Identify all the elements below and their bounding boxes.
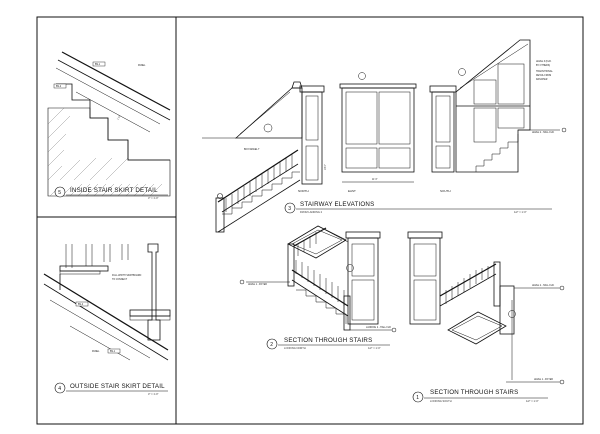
ann-level2-hall-b: LEVEL 2 - HALL FLR. xyxy=(532,284,555,287)
d4-title: OUTSIDE STAIR SKIRT DETAIL xyxy=(70,383,165,390)
sheet-frame xyxy=(36,16,584,425)
elevation-east: 11' 0" EAST xyxy=(339,72,417,193)
ann-level1-foyer: LEVEL 1 - FOYER xyxy=(248,284,267,286)
d2-scale: 1/2" = 1'-0" xyxy=(368,346,381,350)
d4-tag-bs2: BS-2 xyxy=(78,304,84,306)
d2-number: 2 xyxy=(270,342,273,348)
d4-note-1: FULL WIDTH SKIRTBOARD xyxy=(112,274,142,277)
d1-scale: 1/2" = 1'-0" xyxy=(526,399,539,403)
d5-scale: 3" = 1'-0" xyxy=(148,196,159,200)
d1-title: SECTION THROUGH STAIRS xyxy=(430,389,518,396)
ann-transitional-3: RANCHER xyxy=(536,78,548,81)
d1-subtitle: LOOKING SOUTH xyxy=(430,399,452,403)
d4-tag-bs1: BS-1 xyxy=(110,351,116,353)
d5-tag-bs1: BS-1 xyxy=(95,64,101,66)
section-north: LEVEL 1 - FOYER LANDING 2 - HALL FLR xyxy=(239,225,397,333)
d5-tag-bs2: BS-2 xyxy=(56,86,62,88)
d1-number: 1 xyxy=(416,395,419,401)
detail-2-title-block: 2 SECTION THROUGH STAIRS LOOKING NORTH 1… xyxy=(266,337,390,350)
d2-title: SECTION THROUGH STAIRS xyxy=(284,337,372,344)
ann-transitional-2: DETAIL FROM xyxy=(536,74,551,77)
label-south: SOUTH xyxy=(440,189,451,193)
ann-level2-hall: LEVEL 2 - HALL FLR. xyxy=(532,131,555,134)
elevation-north: BOX NEWEL T 14' 0" NORTH xyxy=(202,81,327,233)
d3-number: 3 xyxy=(288,206,291,212)
detail-4-title-block: 4 OUTSIDE STAIR SKIRT DETAIL 3" = 1'-0" xyxy=(54,382,168,396)
d4-tag-panel: PANEL xyxy=(92,350,100,353)
d3-subtitle: FROM LANDING 2 xyxy=(300,210,323,214)
d4-note-2: TO CONNECT xyxy=(112,279,128,281)
ann-level1-b: LEVEL 1 - FOYER xyxy=(534,379,553,381)
ann-box-newel: BOX NEWEL T xyxy=(244,149,260,151)
d3-scale: 1/2" = 1'-0" xyxy=(514,210,527,214)
label-north: NORTH xyxy=(298,189,309,193)
dim-vertical: 14' 0" xyxy=(325,164,327,170)
svg-text:1 1/2: 1 1/2 xyxy=(117,114,122,120)
d4-number: 4 xyxy=(58,386,61,392)
detail-5-drawing: PANEL BS-1 BS-2 1 1/2 xyxy=(47,51,171,197)
ann-transitional: TRANSITIONAL xyxy=(536,70,553,73)
d5-number: 5 xyxy=(58,190,61,196)
detail-5-title-block: 5 INSIDE STAIR SKIRT DETAIL 3" = 1'-0" xyxy=(54,186,168,200)
section-south: LEVEL 2 - HALL FLR. LEVEL 1 - FOYER xyxy=(407,231,565,385)
label-east: EAST xyxy=(348,189,356,193)
ann-landing2: LANDING 2 - HALL FLR xyxy=(366,326,391,329)
detail-1-title-block: 1 SECTION THROUGH STAIRS LOOKING SOUTH 1… xyxy=(412,389,548,403)
d5-title: INSIDE STAIR SKIRT DETAIL xyxy=(70,187,158,194)
dim-east: 11' 0" xyxy=(372,179,378,181)
ann-level3: LEVEL 3 (FLR. xyxy=(536,61,552,63)
d4-scale: 3" = 1'-0" xyxy=(148,392,159,396)
ann-level3b: BY OTHERS) xyxy=(536,65,550,67)
detail-3-title-block: 3 STAIRWAY ELEVATIONS FROM LANDING 2 1/2… xyxy=(284,201,552,214)
d3-title: STAIRWAY ELEVATIONS xyxy=(300,201,374,208)
elevation-south: LEVEL 3 (FLR. BY OTHERS) TRANSITIONAL DE… xyxy=(429,39,567,193)
d5-tag-panel: PANEL xyxy=(138,64,146,67)
d2-subtitle: LOOKING NORTH xyxy=(284,346,306,350)
detail-4-drawing: FULL WIDTH SKIRTBOARD TO CONNECT BS-1 BS… xyxy=(43,243,171,361)
